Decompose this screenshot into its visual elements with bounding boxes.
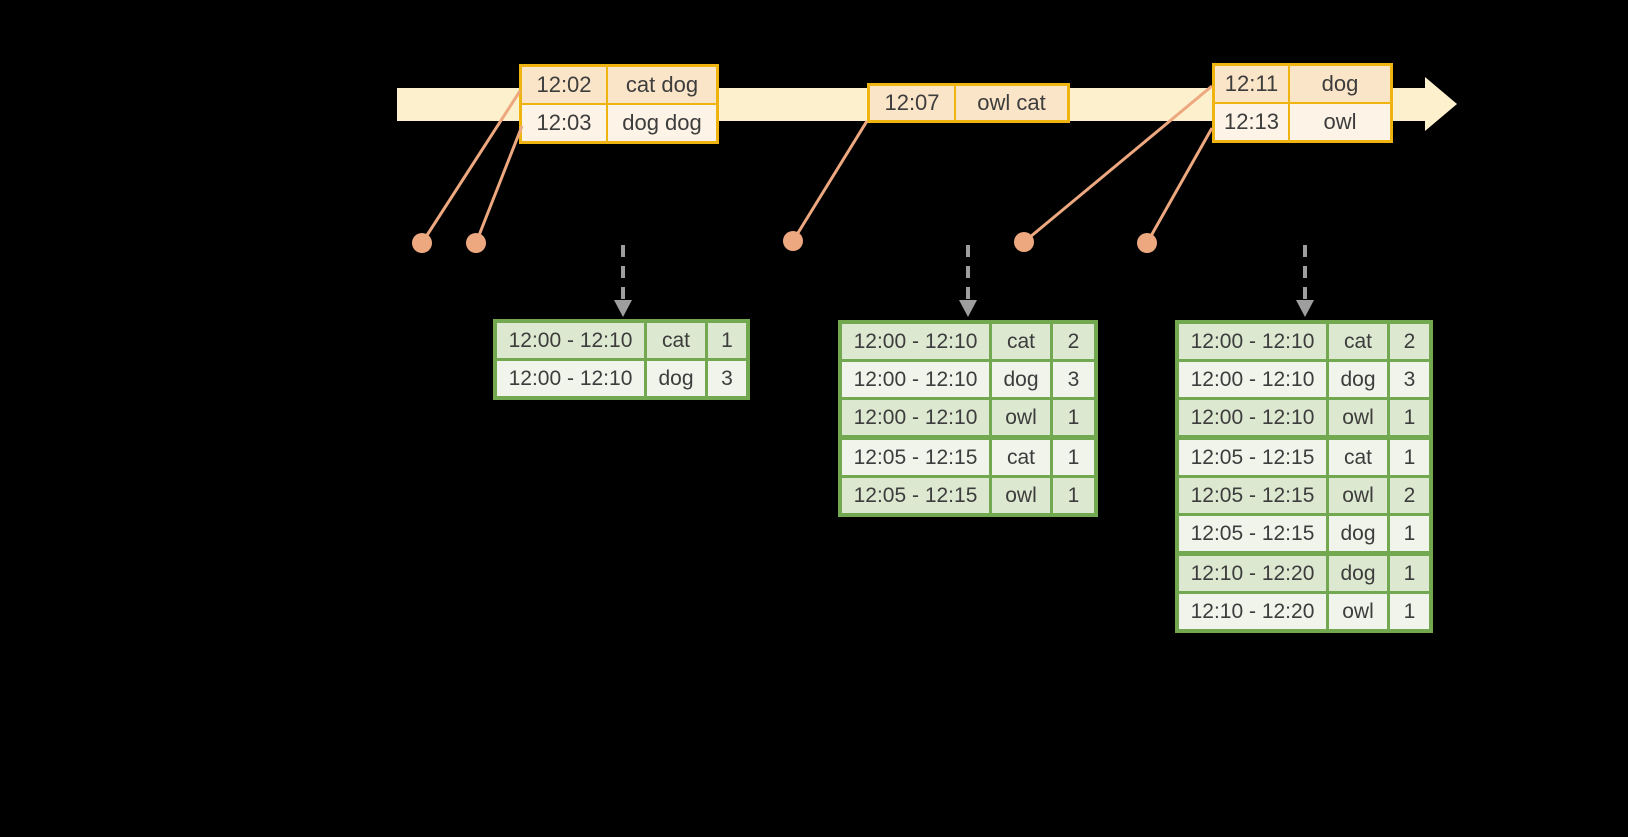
window-cell: 12:05 - 12:15 bbox=[1179, 478, 1326, 513]
window-cell: 12:05 - 12:15 bbox=[842, 440, 989, 475]
trigger-arrowhead-icon bbox=[959, 300, 977, 317]
event-time-cell: 12:07 bbox=[870, 86, 954, 120]
connector-line bbox=[791, 120, 869, 242]
connector-line bbox=[1023, 84, 1213, 244]
window-cell: 12:10 - 12:20 bbox=[1179, 556, 1326, 591]
event-dot-icon bbox=[783, 231, 803, 251]
word-cell: cat bbox=[1329, 324, 1387, 359]
connector-line bbox=[1145, 127, 1214, 244]
word-cell: owl bbox=[1329, 478, 1387, 513]
event-words-cell: cat dog bbox=[608, 67, 716, 103]
event-time-cell: 12:03 bbox=[522, 105, 606, 141]
word-cell: owl bbox=[1329, 400, 1387, 435]
word-cell: owl bbox=[1329, 594, 1387, 629]
window-cell: 12:00 - 12:10 bbox=[1179, 362, 1326, 397]
word-cell: owl bbox=[992, 400, 1050, 435]
timeline-arrowhead-icon bbox=[1425, 77, 1457, 131]
word-cell: dog bbox=[1329, 516, 1387, 551]
count-cell: 3 bbox=[708, 361, 746, 396]
event-words-cell: dog bbox=[1290, 66, 1390, 102]
event-dot-icon bbox=[412, 233, 432, 253]
window-cell: 12:05 - 12:15 bbox=[1179, 440, 1326, 475]
word-cell: cat bbox=[647, 323, 705, 358]
window-cell: 12:10 - 12:20 bbox=[1179, 594, 1326, 629]
event-dot-icon bbox=[1137, 233, 1157, 253]
connector-line bbox=[420, 90, 522, 244]
count-cell: 1 bbox=[1053, 440, 1094, 475]
event-time-cell: 12:13 bbox=[1215, 104, 1288, 140]
window-cell: 12:00 - 12:10 bbox=[842, 362, 989, 397]
count-cell: 1 bbox=[708, 323, 746, 358]
window-cell: 12:00 - 12:10 bbox=[497, 323, 644, 358]
event-words-cell: owl cat bbox=[956, 86, 1067, 120]
event-dot-icon bbox=[1014, 232, 1034, 252]
word-cell: cat bbox=[992, 440, 1050, 475]
trigger-arrowhead-icon bbox=[614, 300, 632, 317]
event-time-cell: 12:02 bbox=[522, 67, 606, 103]
count-cell: 1 bbox=[1053, 478, 1094, 513]
count-cell: 1 bbox=[1390, 440, 1429, 475]
count-cell: 2 bbox=[1390, 478, 1429, 513]
window-cell: 12:00 - 12:10 bbox=[842, 324, 989, 359]
count-cell: 1 bbox=[1390, 594, 1429, 629]
window-cell: 12:05 - 12:15 bbox=[1179, 516, 1326, 551]
count-cell: 1 bbox=[1390, 516, 1429, 551]
word-cell: owl bbox=[992, 478, 1050, 513]
count-cell: 1 bbox=[1390, 400, 1429, 435]
event-dot-icon bbox=[466, 233, 486, 253]
window-cell: 12:00 - 12:10 bbox=[1179, 324, 1326, 359]
event-time-cell: 12:11 bbox=[1215, 66, 1288, 102]
count-cell: 3 bbox=[1390, 362, 1429, 397]
word-cell: cat bbox=[1329, 440, 1387, 475]
word-cell: dog bbox=[1329, 362, 1387, 397]
event-words-cell: owl bbox=[1290, 104, 1390, 140]
count-cell: 1 bbox=[1053, 400, 1094, 435]
count-cell: 2 bbox=[1053, 324, 1094, 359]
event-words-cell: dog dog bbox=[608, 105, 716, 141]
window-cell: 12:00 - 12:10 bbox=[842, 400, 989, 435]
trigger-arrowhead-icon bbox=[1296, 300, 1314, 317]
word-cell: dog bbox=[992, 362, 1050, 397]
count-cell: 3 bbox=[1053, 362, 1094, 397]
count-cell: 2 bbox=[1390, 324, 1429, 359]
window-cell: 12:00 - 12:10 bbox=[1179, 400, 1326, 435]
word-cell: dog bbox=[1329, 556, 1387, 591]
window-cell: 12:00 - 12:10 bbox=[497, 361, 644, 396]
count-cell: 1 bbox=[1390, 556, 1429, 591]
window-cell: 12:05 - 12:15 bbox=[842, 478, 989, 513]
word-cell: cat bbox=[992, 324, 1050, 359]
connector-line bbox=[474, 125, 524, 244]
word-cell: dog bbox=[647, 361, 705, 396]
